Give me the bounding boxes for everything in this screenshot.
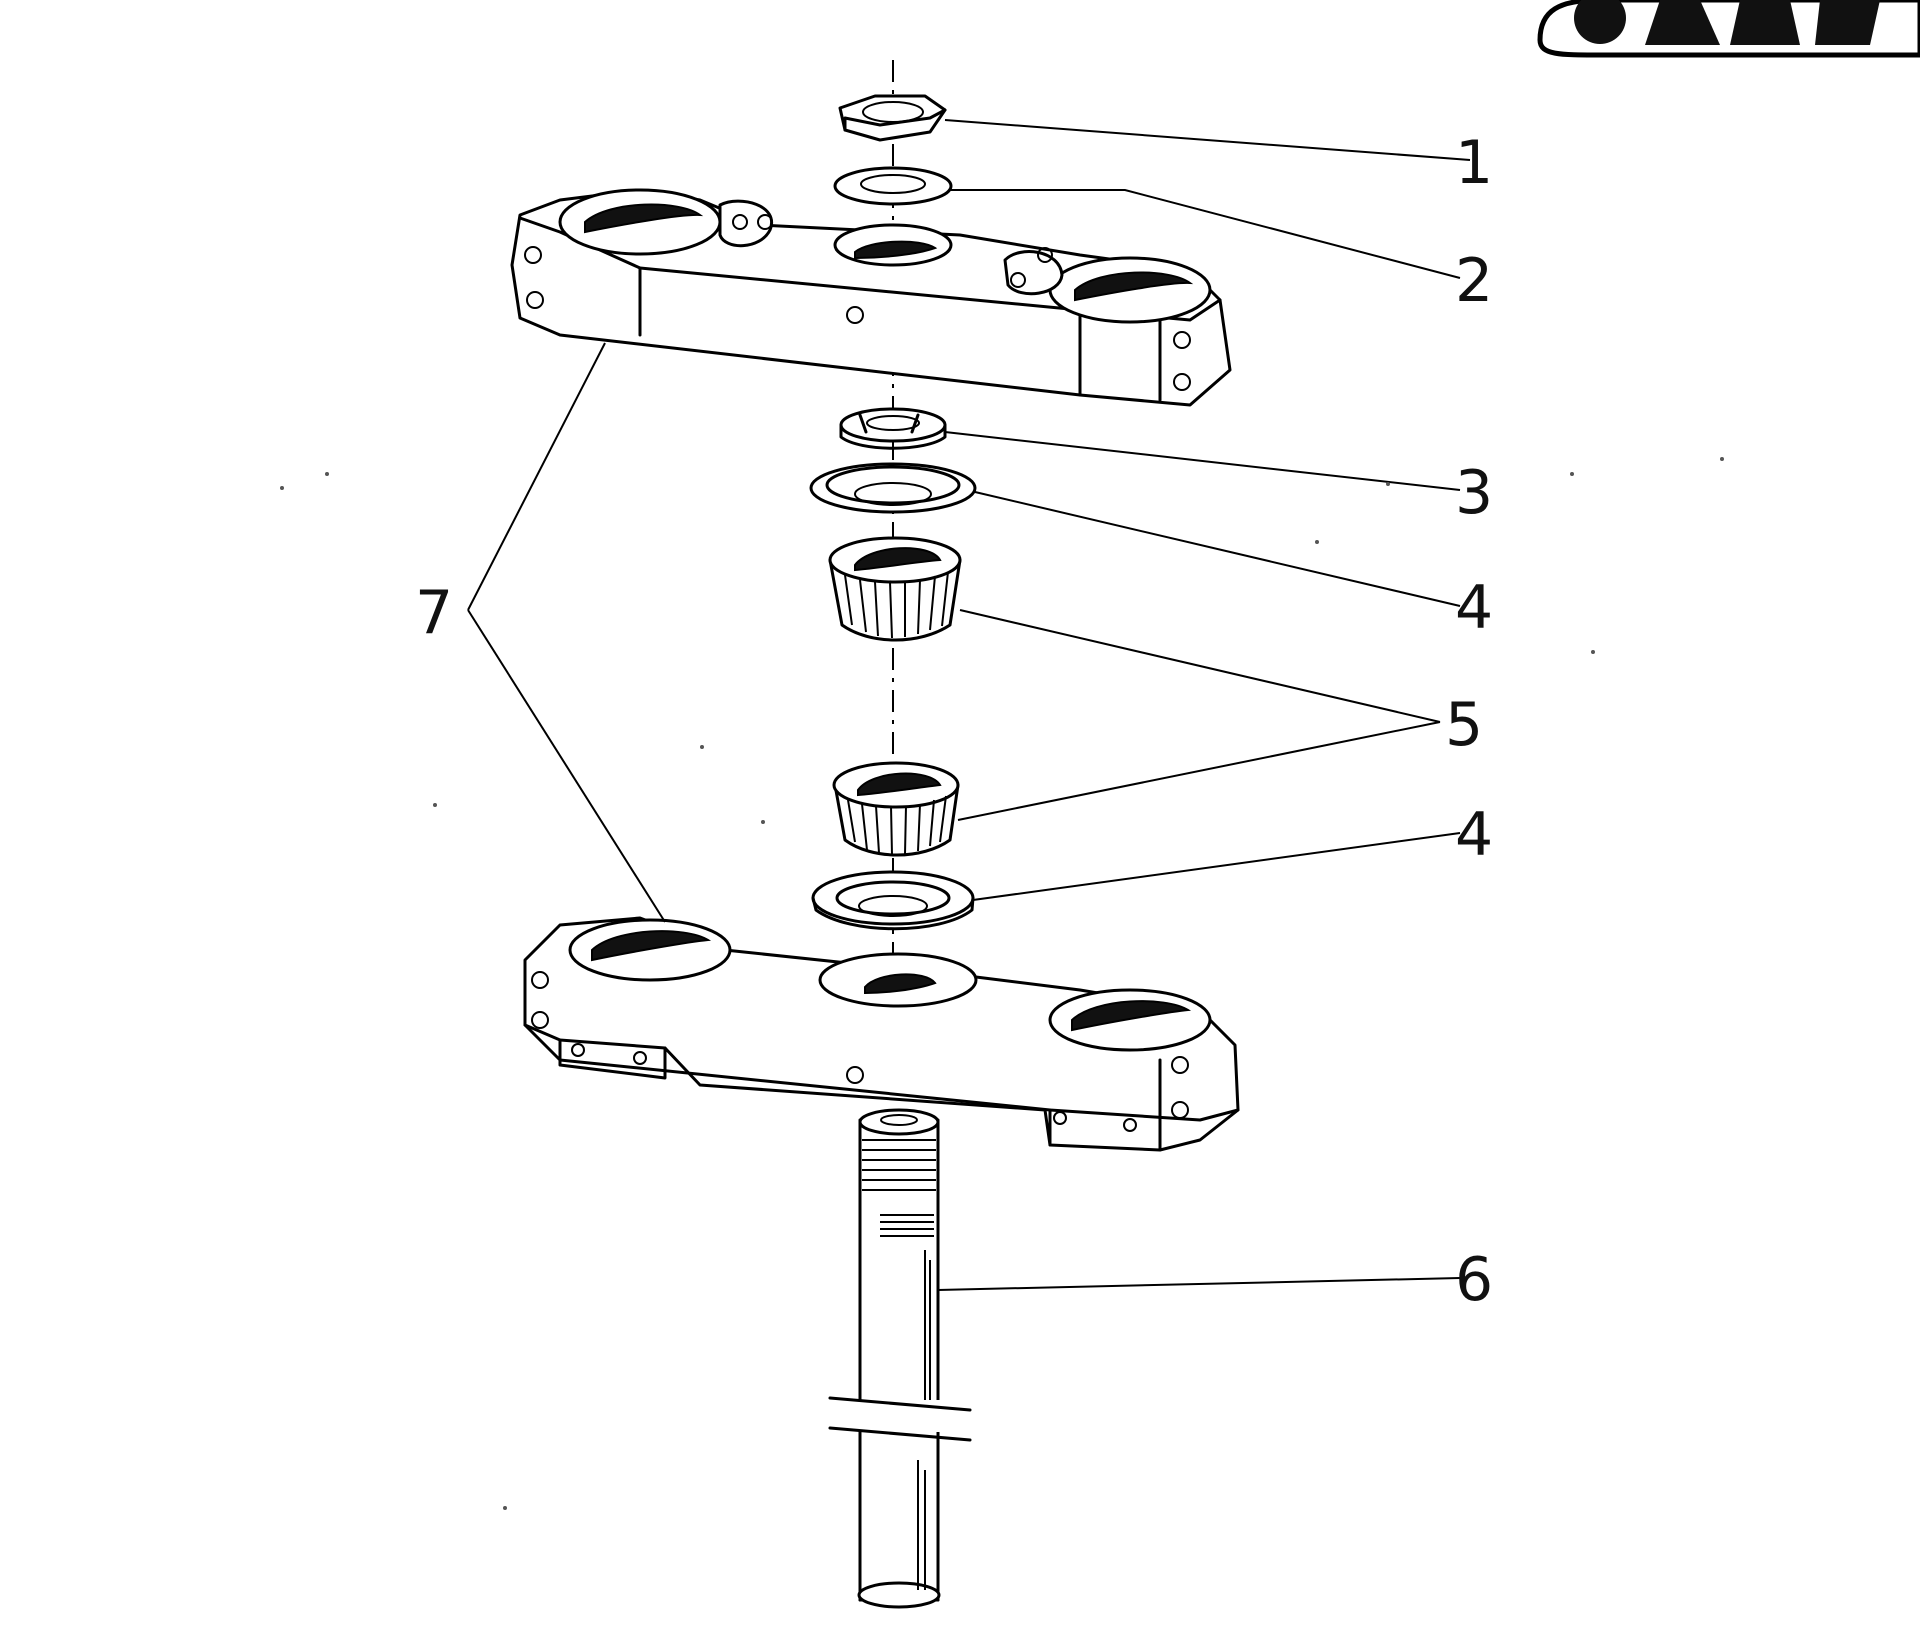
- callout-3: 3: [1455, 458, 1493, 528]
- lower-tapered-bearing-part: [832, 761, 960, 857]
- upper-bearing-race-part: [809, 462, 977, 514]
- callout-7: 7: [415, 578, 453, 648]
- leader-line-4-lower: [972, 832, 1461, 901]
- callout-6: 6: [1455, 1245, 1493, 1315]
- hex-nut-part: [838, 94, 947, 142]
- leader-line-2: [950, 189, 1461, 279]
- leader-line-7-upper: [467, 342, 606, 611]
- callout-2: 2: [1455, 246, 1493, 316]
- callout-4-lower: 4: [1455, 800, 1493, 870]
- leader-lines: [467, 119, 1471, 1291]
- leader-line-1: [944, 119, 1471, 161]
- upper-triple-clamp: [510, 188, 1232, 407]
- steering-stem-tube-part: [828, 1108, 972, 1609]
- lower-triple-clamp: [523, 916, 1240, 1152]
- callout-4-upper: 4: [1455, 573, 1493, 643]
- leader-line-5-lower: [957, 721, 1441, 821]
- scan-specks: [280, 457, 1724, 1510]
- leader-line-4-upper: [974, 491, 1461, 607]
- leader-line-5-upper: [959, 609, 1441, 723]
- callout-1: 1: [1455, 128, 1493, 198]
- slotted-nut-part: [839, 407, 947, 450]
- callout-5: 5: [1445, 690, 1483, 760]
- upper-tapered-bearing-part: [828, 536, 962, 642]
- leader-line-6: [937, 1277, 1461, 1291]
- washer-part: [833, 166, 953, 206]
- leader-line-3: [944, 431, 1461, 491]
- leader-line-7-lower: [467, 609, 666, 923]
- logo-fragment: [1537, 0, 1920, 58]
- lower-bearing-race-part: [811, 870, 975, 931]
